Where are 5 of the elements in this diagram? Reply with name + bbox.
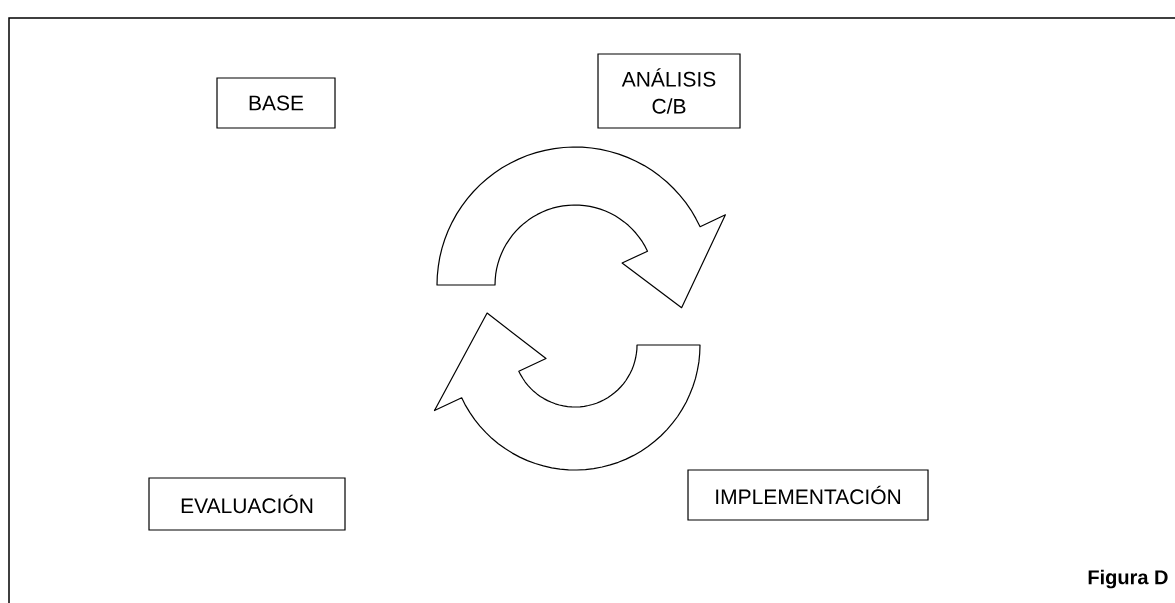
text-box: ANÁLISIS C/B [597,53,741,129]
text-box: BASE [216,77,336,129]
text-box: EVALUACIÓN [148,477,346,531]
text-box: IMPLEMENTACIÓN [687,469,929,521]
figure-label: Figura D [1088,569,1168,589]
